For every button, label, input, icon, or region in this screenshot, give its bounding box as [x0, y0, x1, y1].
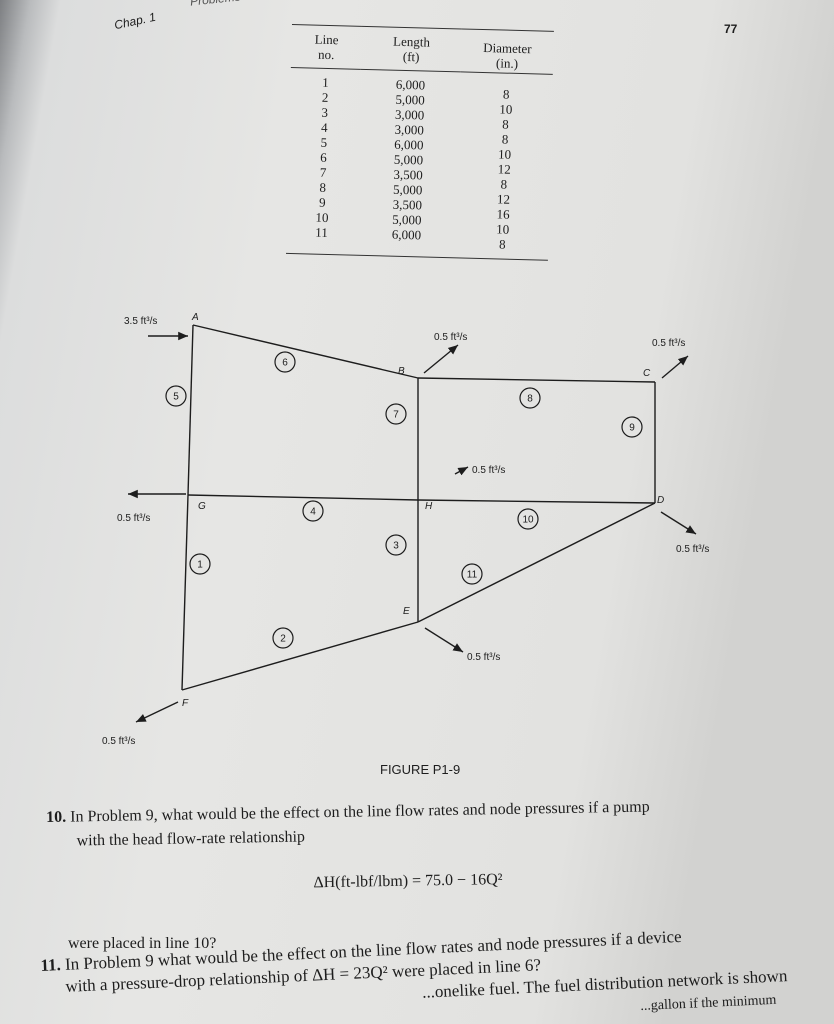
line-label: 6	[282, 358, 288, 369]
line-label: 8	[527, 394, 533, 405]
line-4	[187, 494, 419, 501]
line-11	[417, 502, 656, 623]
flow-c-out: 0.5 ft³/s	[652, 338, 685, 349]
line-10	[417, 499, 656, 504]
line-8	[417, 377, 656, 383]
line-label: 2	[280, 634, 286, 645]
line-label-circle	[272, 627, 294, 649]
flow-a-in: 3.5 ft³/s	[124, 316, 157, 327]
node-b: B	[398, 366, 405, 377]
node-e: E	[403, 606, 410, 617]
line-label: 3	[393, 541, 399, 552]
node-a: A	[191, 312, 199, 323]
line-label-circle	[189, 553, 211, 575]
flow-b-out: 0.5 ft³/s	[434, 332, 467, 343]
line-6	[192, 324, 419, 379]
node-h: H	[425, 501, 433, 512]
line-label-circle	[165, 385, 187, 407]
line-label-circle	[274, 351, 296, 373]
line-label: 1	[197, 560, 203, 571]
page-number: 77	[724, 22, 738, 36]
line-2	[181, 621, 419, 691]
problem-10: 10. In Problem 9, what would be the effe…	[46, 795, 651, 900]
flow-arrow-d-out	[660, 511, 697, 535]
flow-d-out: 0.5 ft³/s	[676, 544, 709, 555]
line-label-circle	[385, 403, 407, 425]
line-label: 5	[173, 392, 179, 403]
node-c: C	[643, 368, 651, 379]
flow-arrow-e-out	[424, 627, 464, 653]
node-f: F	[182, 698, 189, 709]
line-1	[181, 494, 189, 691]
figure-caption: FIGURE P1-9	[380, 762, 461, 777]
flow-arrow-f-out	[135, 701, 179, 723]
line-5	[187, 324, 194, 496]
line-label-circle	[621, 416, 643, 438]
line-label: 7	[393, 410, 399, 421]
flow-arrow-c-out	[661, 355, 689, 379]
line-label-circle	[519, 387, 541, 409]
flow-f-out: 0.5 ft³/s	[102, 736, 135, 747]
line-label-circle	[461, 563, 483, 585]
line-label: 10	[522, 515, 534, 526]
node-d: D	[657, 495, 664, 506]
flow-g-out: 0.5 ft³/s	[117, 513, 150, 524]
line-label: 11	[467, 570, 478, 581]
line-label-circle	[385, 534, 407, 556]
flow-e-out: 0.5 ft³/s	[467, 652, 500, 663]
problem-10-number: 10.	[46, 808, 67, 826]
line-label: 9	[629, 423, 635, 434]
problem-10-end: were placed in line 10?	[68, 935, 217, 952]
flow-arrow-b-out	[423, 344, 459, 374]
flow-arrow-h-out	[454, 466, 469, 476]
line-label: 4	[310, 507, 316, 518]
flow-h-out: 0.5 ft³/s	[472, 465, 505, 476]
line-label-circle	[302, 500, 324, 522]
problem-11-number: 11.	[40, 955, 62, 975]
line-label-circle	[517, 508, 539, 530]
node-g: G	[198, 501, 206, 512]
